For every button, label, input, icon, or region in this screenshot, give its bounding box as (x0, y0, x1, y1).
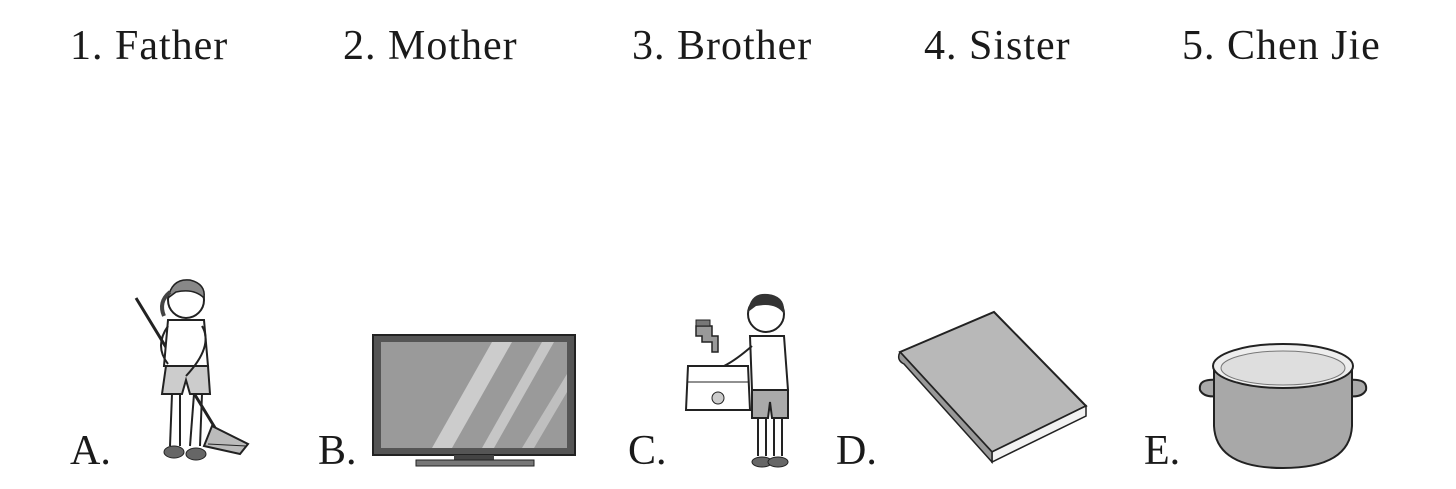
tv-icon (372, 334, 578, 468)
option-d-letter: D. (836, 428, 877, 474)
boy-washing-icon (684, 290, 794, 468)
name-sister: 4. Sister (924, 23, 1071, 69)
option-c-letter: C. (628, 428, 667, 474)
name-chen-jie: 5. Chen Jie (1182, 23, 1381, 69)
option-b-letter: B. (318, 428, 357, 474)
option-e-letter: E. (1144, 428, 1181, 474)
name-father: 1. Father (70, 23, 229, 69)
book-icon (896, 308, 1092, 466)
pot-icon (1196, 334, 1370, 472)
option-a-letter: A. (70, 428, 111, 474)
names-row: 1. Father 2. Mother 3. Brother 4. Sister… (0, 22, 1456, 82)
name-mother: 2. Mother (343, 23, 518, 69)
girl-sweeping-icon (128, 276, 258, 468)
name-brother: 3. Brother (632, 23, 813, 69)
